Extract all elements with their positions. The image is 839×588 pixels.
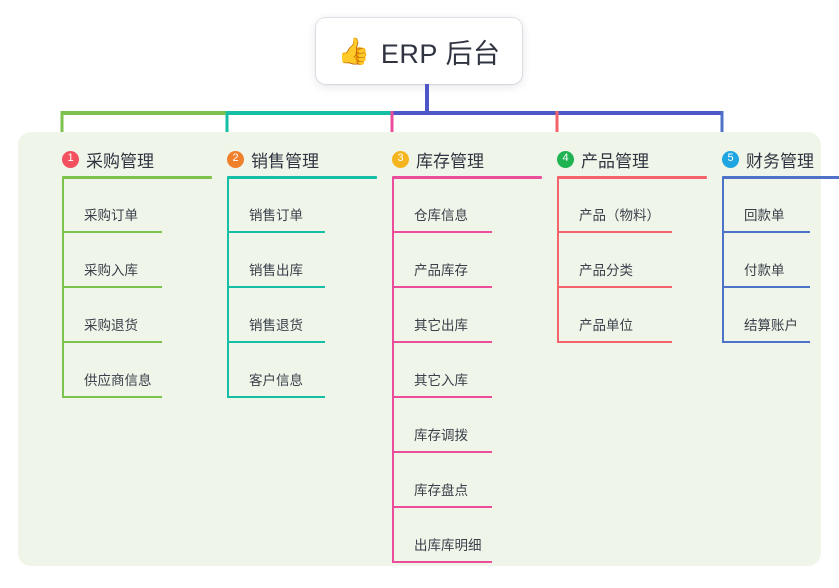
leaf-rule: [227, 341, 325, 343]
leaf-label: 产品单位: [579, 318, 633, 333]
leaf-rule: [557, 231, 672, 233]
branch-badge-5: 5: [722, 150, 739, 168]
leaf-rule: [392, 506, 492, 508]
leaf-node[interactable]: 产品单位: [557, 288, 672, 343]
leaf-node[interactable]: 产品（物料）: [557, 178, 672, 233]
branch-rule-4: [557, 176, 707, 179]
branch-spine-3: [392, 178, 394, 563]
leaf-rule: [722, 231, 810, 233]
leaf-node[interactable]: 销售订单: [227, 178, 325, 233]
branch-4: 4 产品管理产品（物料） 产品分类产品单位: [535, 144, 707, 343]
root-title: ERP 后台: [380, 38, 501, 69]
leaf-node[interactable]: 库存调拨: [392, 398, 492, 453]
branch-badge-1: 1: [62, 150, 79, 168]
branch-spine-2: [227, 178, 229, 398]
branch-rule-3: [392, 176, 542, 179]
leaf-label: 仓库信息: [414, 208, 468, 223]
leaf-node[interactable]: 采购入库: [62, 233, 162, 288]
leaf-node[interactable]: 付款单: [722, 233, 810, 288]
leaf-label: 采购订单: [84, 208, 138, 223]
leaf-node[interactable]: 出库库明细: [392, 508, 492, 563]
leaf-label: 出库库明细: [414, 538, 482, 553]
branch-header-3[interactable]: 3 库存管理: [370, 144, 484, 174]
branch-header-4[interactable]: 4 产品管理: [535, 144, 649, 174]
branch-spine-4: [557, 178, 559, 343]
leaf-rule: [62, 231, 162, 233]
leaf-rule: [557, 341, 672, 343]
branch-spine-1: [62, 178, 64, 398]
leaf-node[interactable]: 仓库信息: [392, 178, 492, 233]
leaf-rule: [227, 231, 325, 233]
branch-header-5[interactable]: 5 财务管理: [700, 144, 814, 174]
branch-badge-2: 2: [227, 150, 244, 168]
branch-card: [18, 132, 821, 566]
thumbs-up-icon: 👍: [337, 36, 370, 66]
leaf-node[interactable]: 供应商信息: [62, 343, 162, 398]
leaf-node[interactable]: 库存盘点: [392, 453, 492, 508]
leaf-label: 其它入库: [414, 373, 468, 388]
leaf-label: 采购退货: [84, 318, 138, 333]
leaf-label: 其它出库: [414, 318, 468, 333]
branch-3: 3 库存管理仓库信息产品库存其它出库其它入库库存调拨库存盘点出库库明细: [370, 144, 542, 563]
branch-badge-3: 3: [392, 150, 409, 168]
leaf-label: 回款单: [744, 208, 785, 223]
leaf-node[interactable]: 回款单: [722, 178, 810, 233]
branch-1: 1 采购管理采购订单采购入库采购退货供应商信息: [40, 144, 212, 398]
leaf-label: 产品分类: [579, 263, 633, 278]
branch-badge-4: 4: [557, 150, 574, 168]
branch-title-5: 财务管理: [746, 151, 814, 171]
leaf-rule: [392, 561, 492, 563]
leaf-node[interactable]: 其它出库: [392, 288, 492, 343]
leaf-label: 销售出库: [249, 263, 303, 278]
leaf-node[interactable]: 产品分类: [557, 233, 672, 288]
leaf-label: 销售退货: [249, 318, 303, 333]
root-node[interactable]: 👍 ERP 后台: [316, 18, 522, 84]
leaf-node[interactable]: 结算账户: [722, 288, 810, 343]
leaf-rule: [722, 341, 810, 343]
leaf-label: 客户信息: [249, 373, 303, 388]
leaf-node[interactable]: 采购退货: [62, 288, 162, 343]
leaf-rule: [62, 341, 162, 343]
leaf-rule: [392, 231, 492, 233]
leaf-node[interactable]: 客户信息: [227, 343, 325, 398]
leaf-rule: [557, 286, 672, 288]
leaf-node[interactable]: 销售退货: [227, 288, 325, 343]
branch-rule-5: [722, 176, 839, 179]
branch-title-1: 采购管理: [86, 151, 154, 171]
branch-rule-2: [227, 176, 377, 179]
leaf-label: 采购入库: [84, 263, 138, 278]
leaf-label: 库存调拨: [414, 428, 468, 443]
leaf-rule: [392, 396, 492, 398]
branch-title-2: 销售管理: [251, 151, 319, 171]
leaf-rule: [227, 396, 325, 398]
leaf-label: 产品（物料）: [579, 208, 660, 223]
root-node-content: 👍 ERP 后台: [338, 32, 501, 71]
leaf-label: 库存盘点: [414, 483, 468, 498]
branch-spine-5: [722, 178, 724, 343]
leaf-rule: [62, 396, 162, 398]
leaf-rule: [722, 286, 810, 288]
leaf-rule: [392, 451, 492, 453]
branch-title-4: 产品管理: [581, 151, 649, 171]
leaf-rule: [62, 286, 162, 288]
leaf-label: 结算账户: [744, 318, 798, 333]
leaf-label: 产品库存: [414, 263, 468, 278]
branch-5: 5 财务管理回款单付款单结算账户: [700, 144, 839, 343]
leaf-rule: [392, 341, 492, 343]
leaf-node[interactable]: 销售出库: [227, 233, 325, 288]
leaf-node[interactable]: 采购订单: [62, 178, 162, 233]
leaf-label: 付款单: [744, 263, 785, 278]
leaf-rule: [392, 286, 492, 288]
branch-rule-1: [62, 176, 212, 179]
branch-2: 2 销售管理销售订单销售出库销售退货客户信息: [205, 144, 377, 398]
branch-header-1[interactable]: 1 采购管理: [40, 144, 154, 174]
leaf-label: 供应商信息: [84, 373, 152, 388]
leaf-node[interactable]: 其它入库: [392, 343, 492, 398]
leaf-label: 销售订单: [249, 208, 303, 223]
leaf-rule: [227, 286, 325, 288]
branch-header-2[interactable]: 2 销售管理: [205, 144, 319, 174]
branch-title-3: 库存管理: [416, 151, 484, 171]
leaf-node[interactable]: 产品库存: [392, 233, 492, 288]
